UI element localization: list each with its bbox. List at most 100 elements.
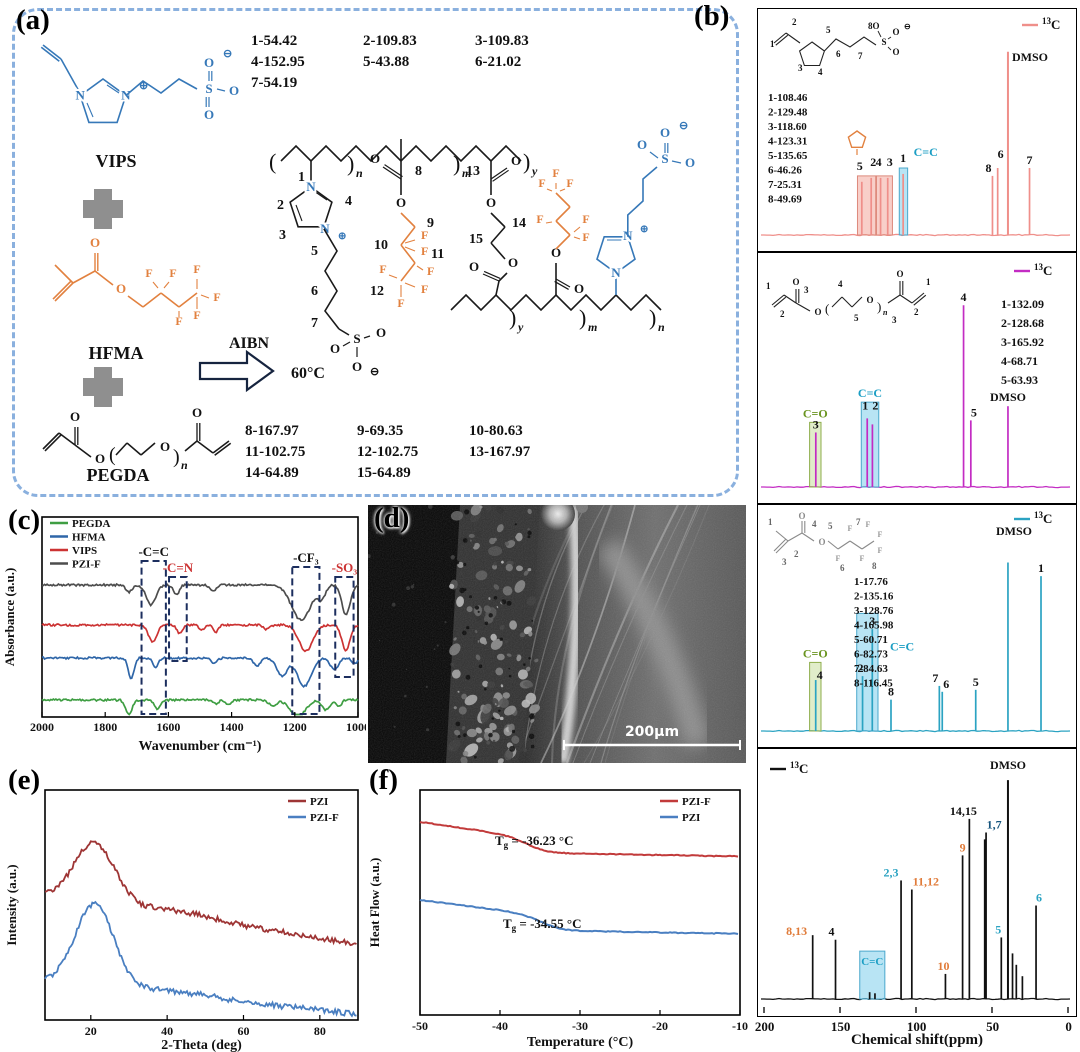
- svg-text:(: (: [269, 149, 276, 174]
- svg-text:1: 1: [862, 398, 868, 412]
- nmr-baseline: [761, 233, 1071, 237]
- y-axis-title: Absorbance (a.u.): [2, 568, 17, 667]
- svg-text:15: 15: [469, 232, 483, 247]
- axis-tick: 60: [237, 1024, 249, 1038]
- svg-text:5: 5: [854, 313, 859, 323]
- initiator-label: AIBN: [228, 335, 269, 352]
- nmr-baseline: [761, 485, 1071, 489]
- svg-text:O: O: [685, 155, 695, 170]
- svg-text:N: N: [306, 179, 316, 194]
- vips-name: VIPS: [95, 151, 137, 171]
- svg-text:): ): [579, 305, 586, 330]
- shift-item: 6-46.26: [768, 165, 802, 177]
- axis-tick: 2000: [30, 720, 54, 734]
- tg-annotation: Tg = -34.55 °C: [503, 916, 582, 933]
- svg-text:n: n: [658, 320, 665, 334]
- svg-text:O: O: [872, 21, 879, 31]
- svg-text:2: 2: [792, 17, 797, 27]
- legend-label: VIPS: [72, 545, 97, 557]
- annotation-box: [334, 576, 355, 678]
- nmr-baseline: [761, 997, 1071, 1001]
- svg-text:O: O: [511, 153, 521, 168]
- svg-text:6: 6: [836, 49, 841, 59]
- axis-tick: 1600: [156, 720, 180, 734]
- svg-text:1: 1: [770, 39, 775, 49]
- svg-text:F: F: [538, 176, 545, 190]
- svg-text:6: 6: [943, 677, 949, 691]
- band-annotation: -C=N: [163, 560, 194, 575]
- solvent-label: DMSO: [990, 390, 1026, 404]
- svg-text:O: O: [574, 281, 584, 296]
- shift-item: 15-64.89: [357, 465, 411, 481]
- svg-text:5: 5: [311, 244, 318, 259]
- band-annotation: -SO₃: [332, 560, 358, 575]
- svg-text:O: O: [551, 245, 561, 260]
- svg-text:C: C: [1051, 17, 1060, 32]
- axis-tick: 1200: [283, 720, 307, 734]
- solvent-label: DMSO: [1012, 50, 1048, 64]
- svg-text:14: 14: [512, 216, 526, 231]
- svg-text:(: (: [825, 301, 829, 316]
- svg-text:F: F: [213, 290, 220, 304]
- svg-text:5: 5: [828, 521, 833, 531]
- svg-text:1: 1: [766, 281, 771, 291]
- axis-tick: 1000: [346, 720, 366, 734]
- svg-text:N: N: [320, 221, 330, 236]
- axis-tick: 100: [906, 1019, 927, 1034]
- svg-text:⊖: ⊖: [679, 120, 688, 132]
- svg-text:10: 10: [374, 238, 388, 253]
- svg-text:8: 8: [872, 561, 877, 571]
- svg-text:C=C: C=C: [890, 639, 914, 653]
- axis-tick: -40: [492, 1019, 508, 1033]
- svg-text:2: 2: [872, 398, 878, 412]
- shift-item: 3-165.92: [1001, 335, 1044, 349]
- svg-text:2: 2: [914, 307, 919, 317]
- annotation-box: [168, 576, 188, 662]
- svg-text:S: S: [661, 151, 668, 166]
- svg-text:F: F: [397, 296, 404, 310]
- svg-text:4: 4: [812, 519, 817, 529]
- dsc-curve-PZI: [419, 898, 739, 935]
- svg-text:10: 10: [937, 959, 949, 973]
- svg-text:C=O: C=O: [803, 646, 828, 660]
- svg-text:⊕: ⊕: [640, 224, 648, 235]
- svg-text:F: F: [145, 266, 152, 280]
- shift-item: 4-165.98: [854, 620, 894, 632]
- svg-text:m: m: [462, 166, 471, 180]
- svg-text:F: F: [582, 212, 589, 226]
- svg-text:4: 4: [818, 67, 823, 77]
- svg-text:3: 3: [804, 285, 809, 295]
- legend-label: PZI-F: [310, 812, 339, 824]
- svg-text:⊖: ⊖: [223, 48, 232, 60]
- legend-label: PZI: [682, 812, 700, 824]
- y-axis-title: Intensity (a.u.): [4, 864, 19, 945]
- shift-item: 7-54.19: [251, 75, 298, 91]
- svg-text:1,7: 1,7: [987, 818, 1002, 832]
- svg-text:S: S: [881, 37, 886, 47]
- svg-text:): ): [173, 446, 180, 468]
- axis-tick: -30: [572, 1019, 588, 1033]
- shift-item: 5-43.88: [363, 54, 410, 70]
- axis-tick: 0: [1065, 1019, 1072, 1034]
- svg-text:1: 1: [900, 151, 906, 165]
- svg-text:O: O: [818, 537, 825, 547]
- svg-text:(: (: [109, 444, 116, 466]
- panel-d-label: (d): [374, 502, 410, 534]
- highlight-box: [859, 950, 886, 1000]
- svg-text:S: S: [205, 81, 212, 96]
- axis-tick: 50: [986, 1019, 1000, 1034]
- x-axis-title: Temperature (°C): [527, 1035, 634, 1050]
- svg-text:O: O: [798, 511, 805, 521]
- svg-text:⊕: ⊕: [338, 231, 346, 242]
- solvent-label: DMSO: [996, 524, 1032, 538]
- shift-item: 8-167.97: [245, 423, 299, 439]
- xrd-curve-PZI: [44, 840, 357, 947]
- svg-text:C=O: C=O: [803, 406, 828, 420]
